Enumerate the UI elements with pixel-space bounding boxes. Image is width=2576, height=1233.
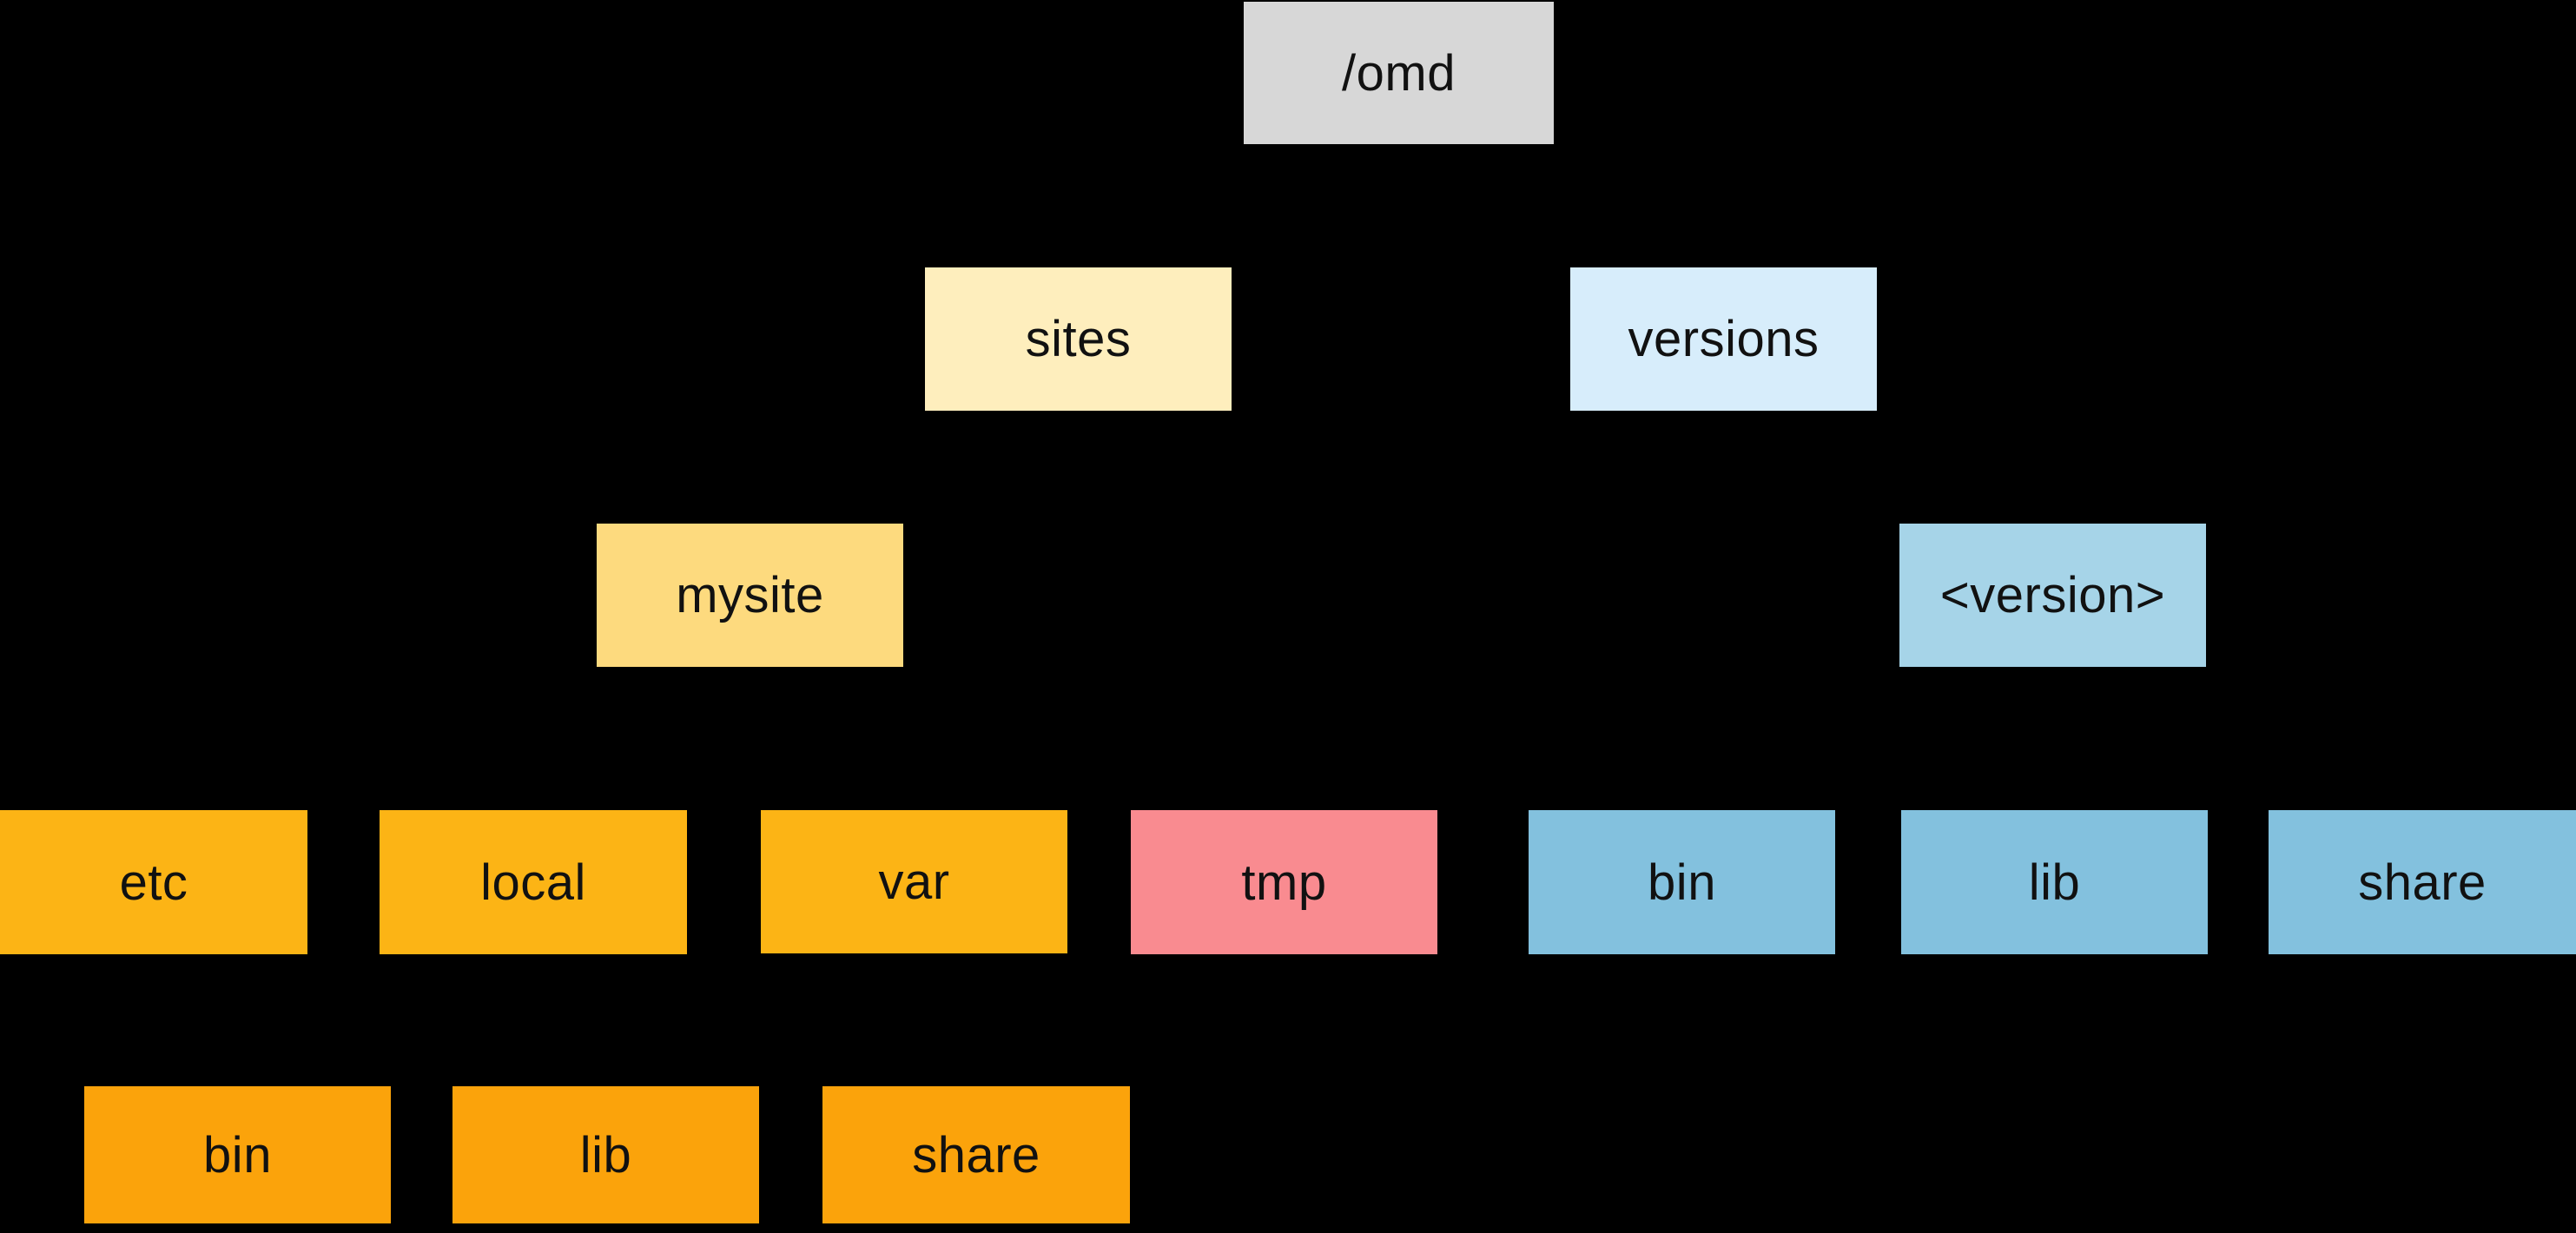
tree-node-mysite: mysite [597, 524, 903, 667]
tree-node-tmp: tmp [1131, 810, 1437, 954]
tree-node-lib: lib [1901, 810, 2208, 954]
tree-node-var: var [761, 810, 1067, 953]
tree-node-etc: etc [0, 810, 307, 954]
tree-node-sites: sites [925, 267, 1232, 411]
tree-node-versions: versions [1570, 267, 1877, 411]
tree-node-share: share [2269, 810, 2576, 954]
tree-node-bin: bin [1529, 810, 1835, 954]
tree-node-version: <version> [1899, 524, 2206, 667]
tree-node-omd: /omd [1244, 2, 1554, 144]
tree-node-mysite-lib: lib [452, 1086, 759, 1223]
tree-node-local: local [380, 810, 687, 954]
tree-node-mysite-share: share [822, 1086, 1130, 1223]
tree-node-mysite-bin: bin [84, 1086, 391, 1223]
